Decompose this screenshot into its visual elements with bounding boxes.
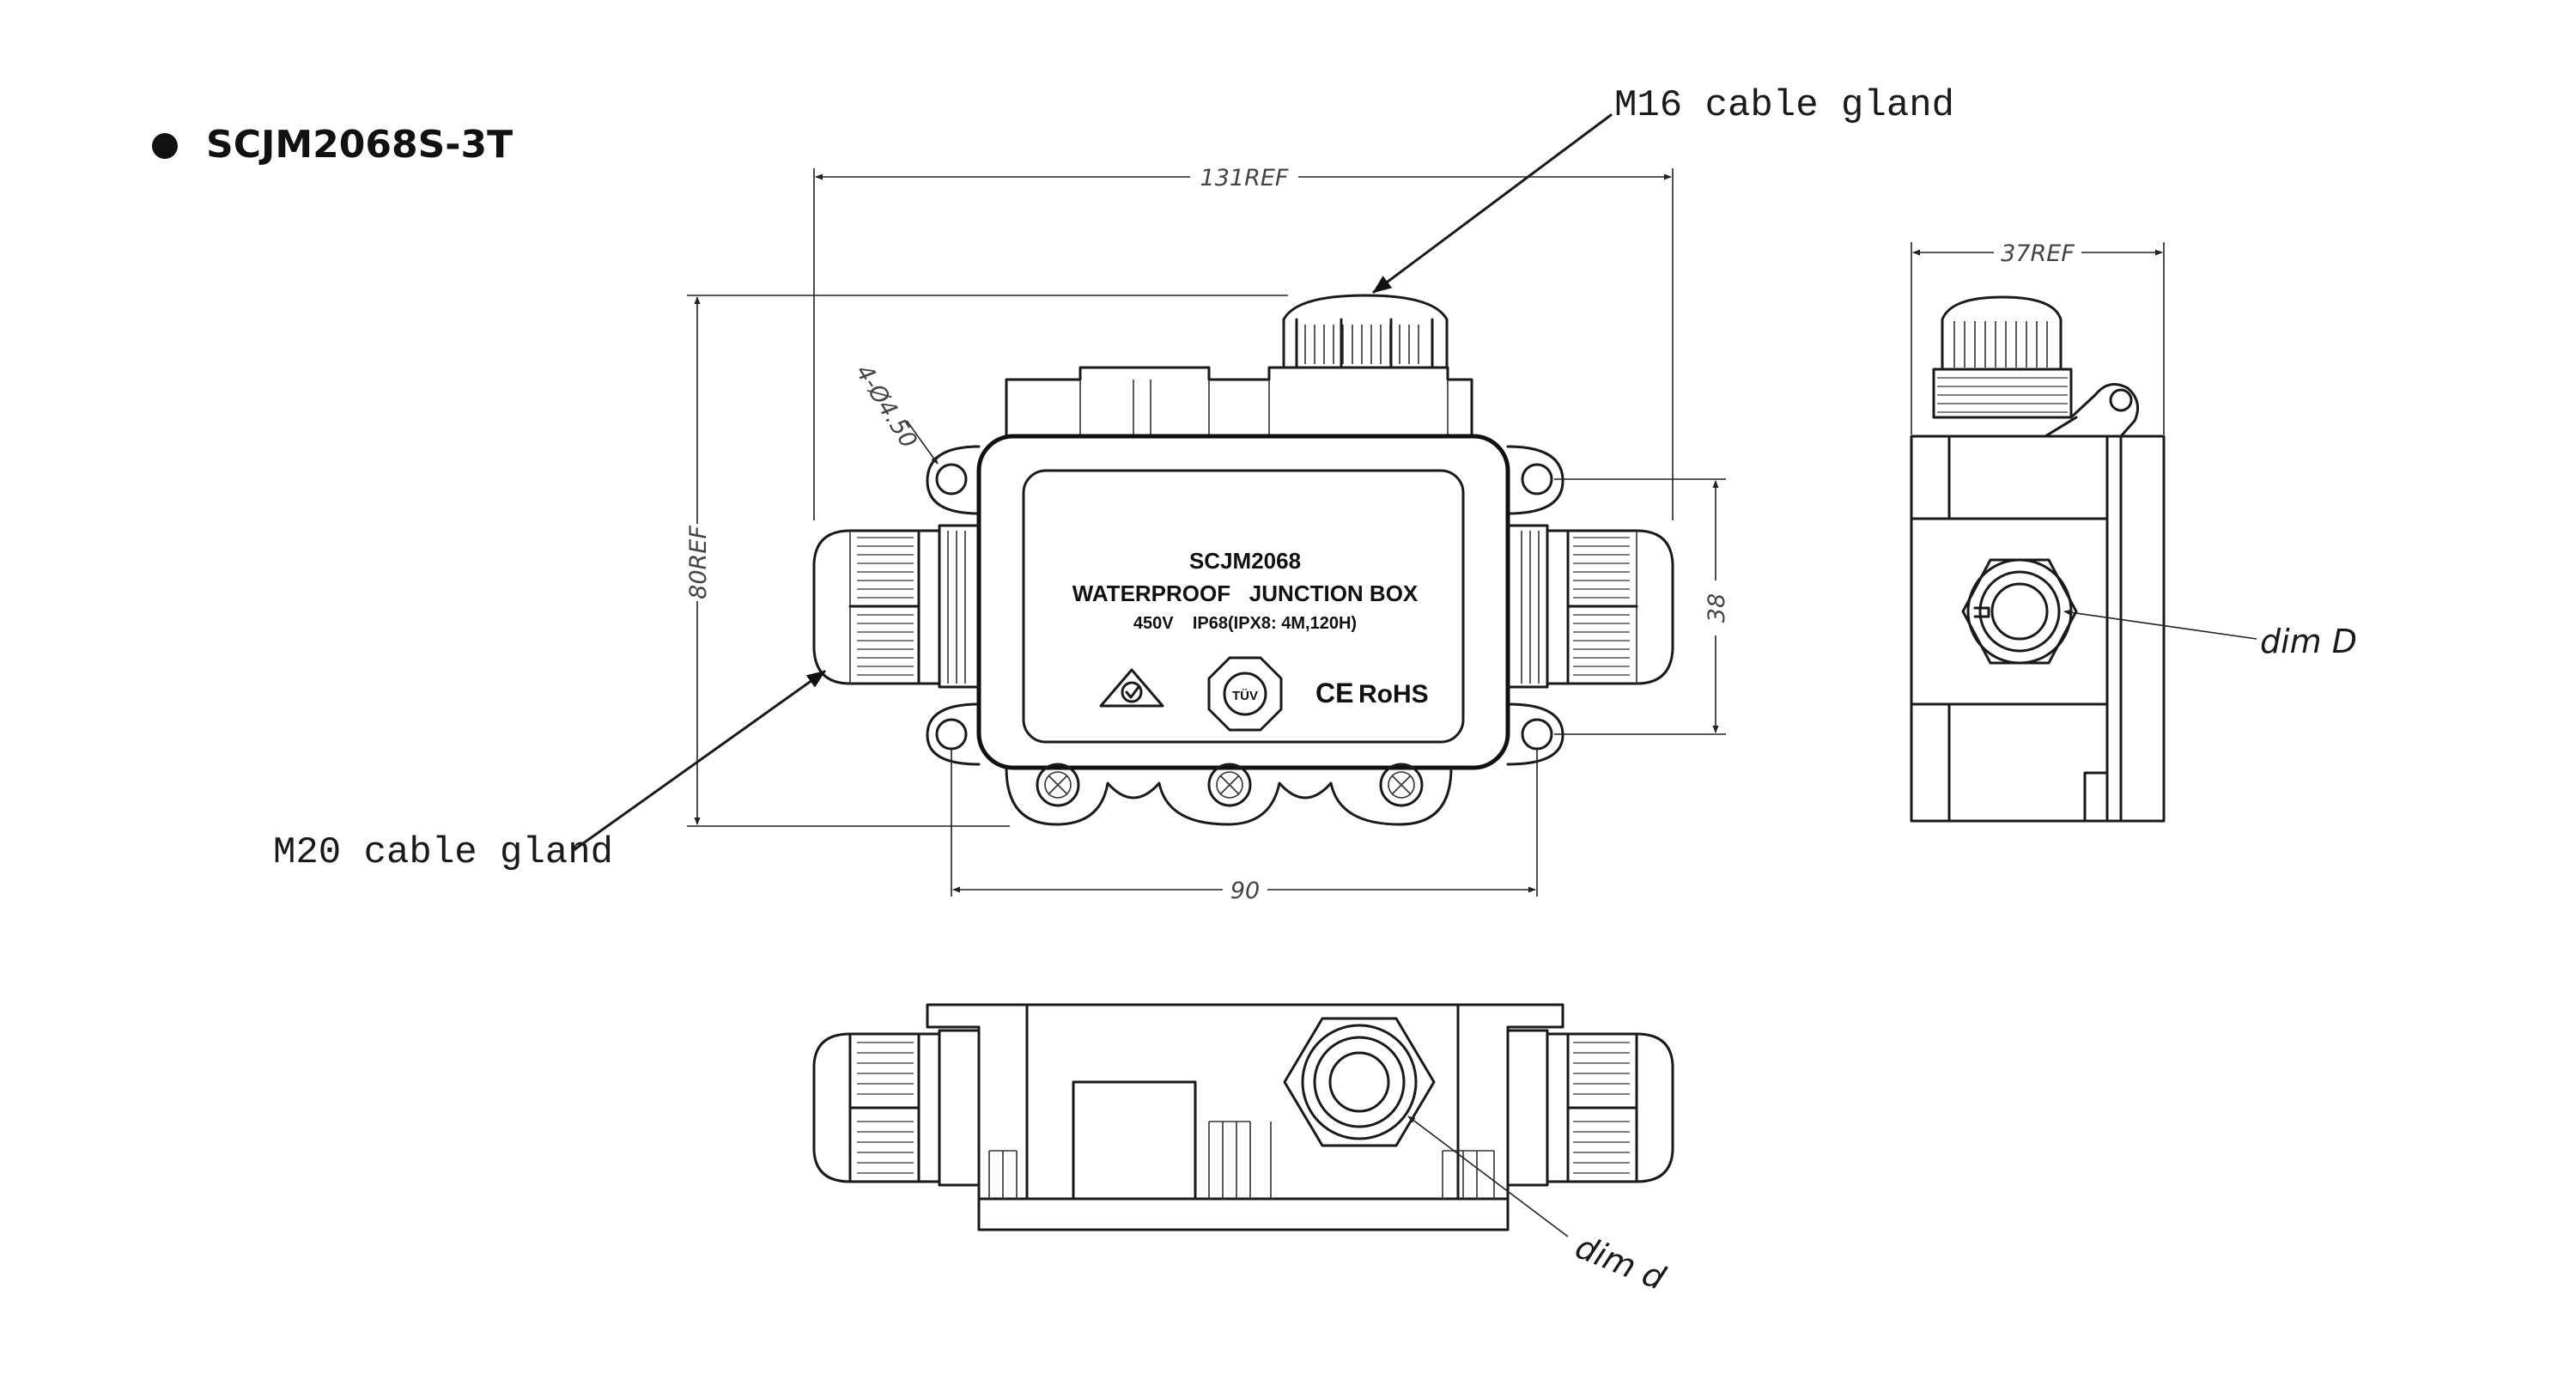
holes-callout: 4-Ø4.50 (850, 360, 939, 465)
screw-bosses (1005, 763, 1453, 826)
front-view: SCJM2068 WATERPROOF JUNCTION BOX 450V IP… (685, 165, 1730, 904)
m20-gland-callout: M20 cable gland (273, 831, 613, 874)
label-model: SCJM2068 (1189, 548, 1301, 574)
title-block: SCJM2068S-3T (152, 123, 513, 167)
side-view: 37REF dim D (1910, 240, 2357, 823)
label-line1: WATERPROOF JUNCTION BOX (1072, 581, 1419, 606)
dim-38: 38 (1554, 478, 1730, 735)
dim-80ref-label: 80REF (685, 526, 712, 599)
dim-37ref: 37REF (1911, 240, 2165, 435)
top-m16-gland (1282, 294, 1449, 369)
dim-37ref-label: 37REF (2001, 240, 2075, 267)
dim-38-label: 38 (1704, 593, 1730, 623)
dim-131ref: 131REF (813, 165, 1674, 520)
model-title: SCJM2068S-3T (206, 123, 513, 167)
m16-gland-callout: M16 cable gland (1614, 84, 1954, 127)
side-gland-end (1961, 558, 2078, 665)
bottom-view: dim d (812, 1003, 1674, 1298)
left-m20-gland (812, 524, 981, 689)
mounting-ears (926, 445, 1564, 766)
label-line2: 450V IP68(IPX8: 4M,120H) (1133, 614, 1357, 633)
dim-131ref-label: 131REF (1200, 165, 1289, 192)
right-m20-gland (1506, 524, 1674, 689)
holes-callout-label: 4-Ø4.50 (850, 360, 922, 453)
bottom-gland-end (1283, 1017, 1436, 1147)
product-label: SCJM2068 WATERPROOF JUNCTION BOX 450V IP… (1072, 548, 1429, 732)
label-plate (1022, 469, 1465, 744)
dim-90: 90 (951, 749, 1538, 904)
dim-D-label: dim D (2260, 623, 2357, 660)
rcm-mark-icon (1099, 668, 1164, 708)
gland-callouts: M16 cable gland M20 cable gland (273, 84, 1954, 874)
tuv-mark-icon: TÜV (1207, 656, 1283, 732)
dim-80ref: 80REF (685, 295, 1288, 827)
rohs-mark: RoHS (1358, 680, 1429, 708)
ce-mark: CE (1315, 678, 1353, 708)
bullet-icon (152, 133, 178, 159)
box-body (976, 434, 1510, 770)
dim-d-label: dim d (1571, 1228, 1671, 1298)
dim-90-label: 90 (1230, 878, 1260, 904)
tuv-text: TÜV (1232, 689, 1258, 703)
